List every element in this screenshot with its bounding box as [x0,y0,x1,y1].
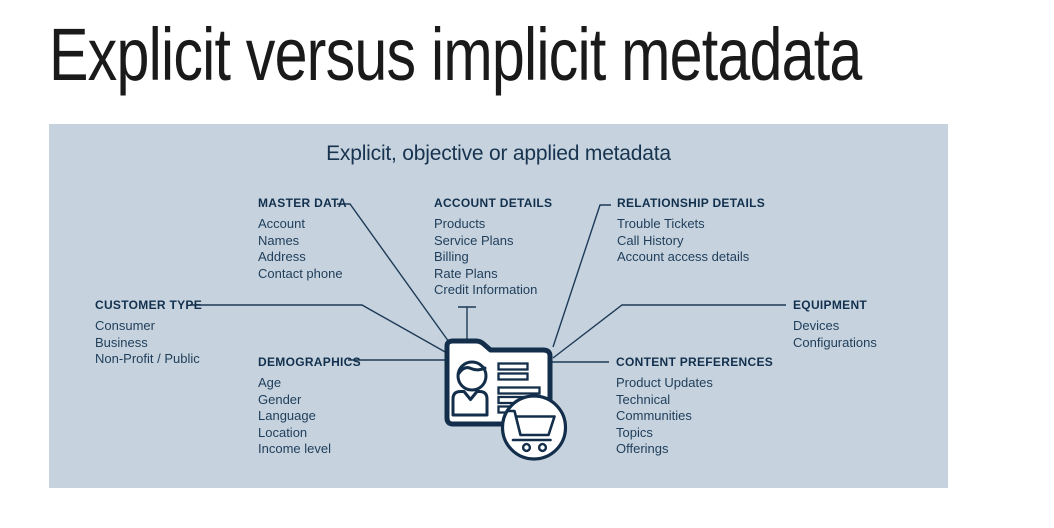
group-item: Account access details [617,249,750,264]
metadata-group-customer-type: CUSTOMER TYPE Consumer Business Non-Prof… [95,299,202,368]
group-item: Communities [616,408,692,423]
group-item: Service Plans [434,232,514,248]
diagram-title: Explicit, objective or applied metadata [326,142,671,165]
group-item: Business [95,334,148,350]
shopping-cart-icon [500,394,568,461]
group-item: Address [258,249,306,264]
group-item: Billing [434,249,469,264]
group-label: ACCOUNT DETAILS [434,196,553,210]
group-item: Age [258,375,282,390]
metadata-group-relationship-details: RELATIONSHIP DETAILS Trouble Tickets Cal… [617,197,765,266]
group-item: Non-Profit / Public [95,351,200,366]
group-item: Language [258,408,316,423]
group-item: Technical [616,391,671,407]
group-item: Gender [258,391,302,407]
group-label: DEMOGRAPHICS [258,355,361,369]
group-label: MASTER DATA [258,196,347,210]
group-label: RELATIONSHIP DETAILS [617,196,766,210]
metadata-group-master-data: MASTER DATA Account Names Address Contac… [258,197,347,282]
group-item: Names [258,232,300,248]
group-item: Consumer [95,318,155,333]
group-item: Income level [258,441,331,456]
connector-lines-and-center-icon [190,203,786,461]
person-shoulders-icon [451,390,489,417]
metadata-group-content-preferences: CONTENT PREFERENCES Product Updates Tech… [616,356,773,458]
group-item: Offerings [616,441,669,456]
person-icon [456,360,488,392]
group-item: Products [434,216,486,231]
group-item: Contact phone [258,265,343,281]
diagram-panel: Explicit, objective or applied metadata [49,124,948,488]
line-master-data [337,203,450,343]
connector-lines [190,203,786,363]
customer-profile-card-icon [444,338,568,461]
group-label: CONTENT PREFERENCES [616,355,774,369]
group-item: Product Updates [616,375,713,390]
group-label: EQUIPMENT [793,298,868,312]
group-item: Credit Information [434,282,538,297]
metadata-group-equipment: EQUIPMENT Devices Configurations [793,299,877,351]
group-item: Account [258,216,305,231]
line-customer-type [190,304,448,354]
group-item: Devices [793,318,840,333]
line-equipment [552,304,786,359]
group-item: Configurations [793,334,877,350]
group-label: CUSTOMER TYPE [95,298,203,312]
group-item: Topics [616,424,653,440]
group-item: Trouble Tickets [617,216,705,231]
page-title: Explicit versus implicit metadata [49,13,862,96]
metadata-group-account-details: ACCOUNT DETAILS Products Service Plans B… [434,197,552,299]
person-hair-icon [457,366,487,376]
line-relationship-details [552,204,611,348]
metadata-group-demographics: DEMOGRAPHICS Age Gender Language Locatio… [258,356,361,458]
group-item: Call History [617,232,684,248]
group-item: Location [258,424,308,440]
group-item: Rate Plans [434,265,498,281]
